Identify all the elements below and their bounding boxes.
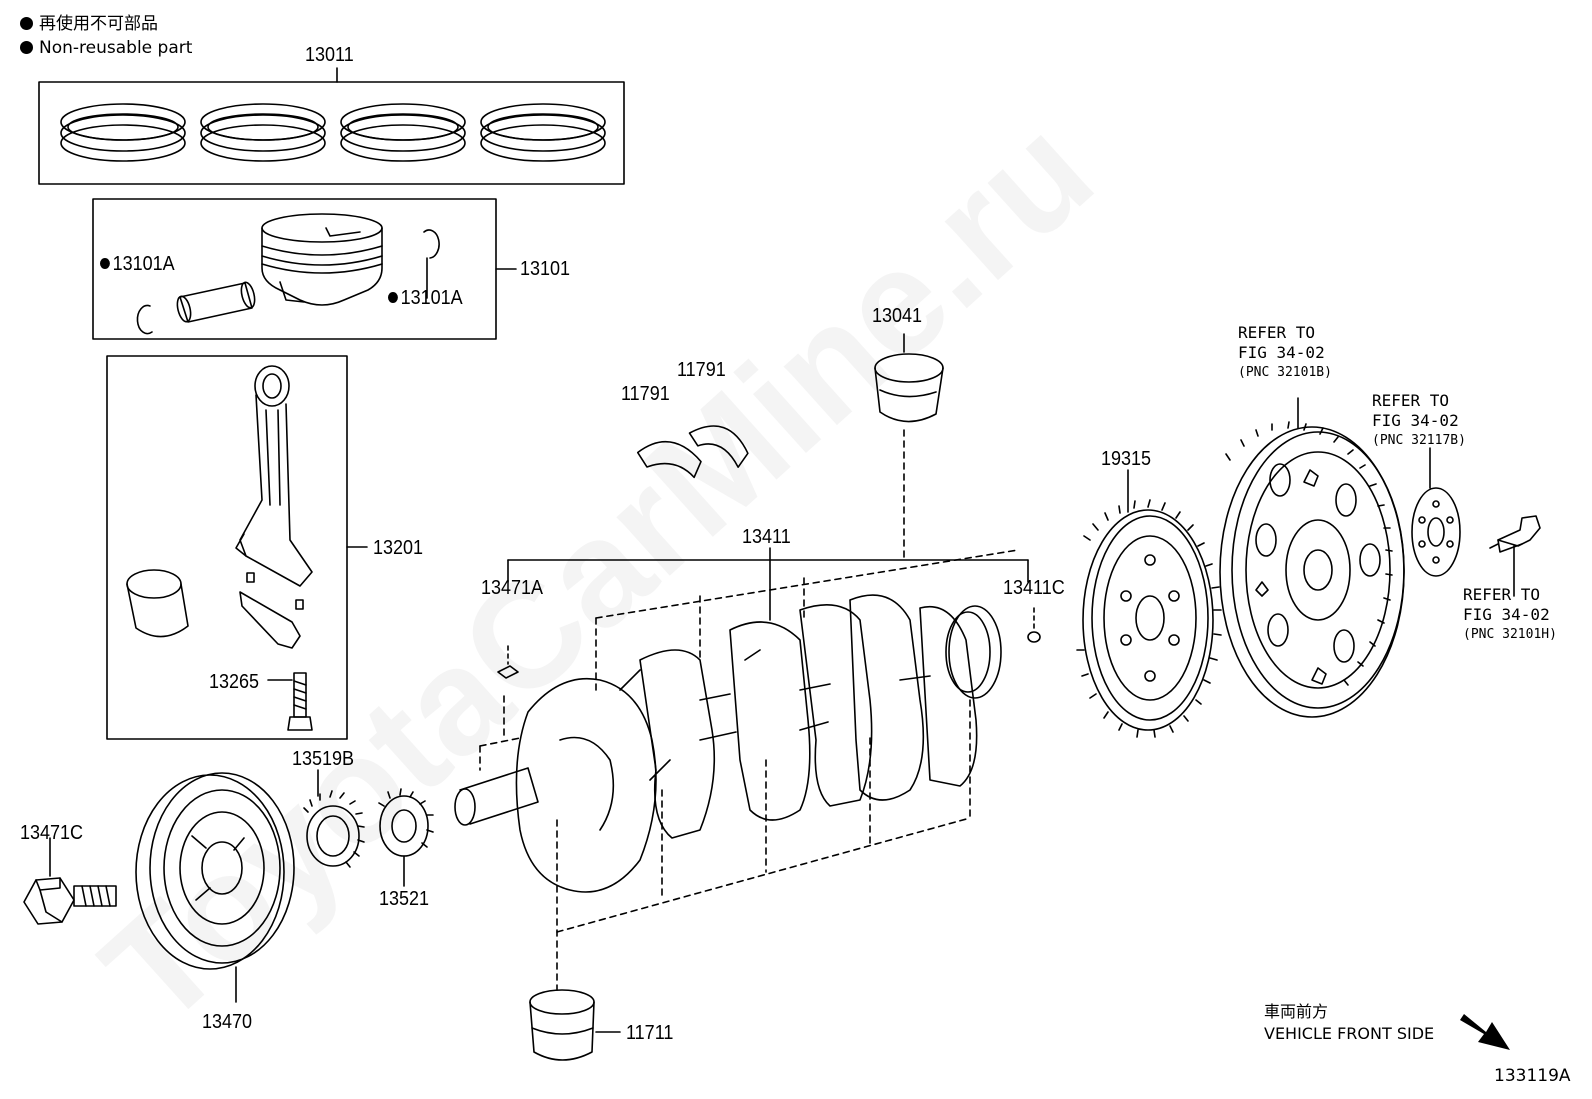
- part-label-13471a: 13471A: [481, 577, 544, 599]
- reference-line: (PNC 32117B): [1372, 433, 1466, 448]
- part-label-11791-left: 11791: [621, 383, 670, 405]
- part-label-13519b: 13519B: [292, 748, 355, 770]
- reference-line: FIG 34-02: [1238, 343, 1325, 362]
- direction-label-en: VEHICLE FRONT SIDE: [1264, 1024, 1435, 1043]
- part-label-13041: 13041: [872, 305, 923, 327]
- reference-line: (PNC 32101B): [1238, 365, 1332, 380]
- pulley-bolt: [23, 877, 117, 925]
- connecting-rod: [235, 365, 313, 649]
- non-reusable-dot-icon: [20, 41, 33, 54]
- drive-plate: [1076, 499, 1222, 738]
- part-label-13411c: 13411C: [1003, 577, 1065, 599]
- legend-jp: 再使用不可部品: [20, 16, 158, 33]
- piston-ring-set-box: [38, 81, 625, 185]
- non-reusable-dot-icon: [388, 292, 398, 303]
- part-label-13521: 13521: [379, 888, 430, 910]
- non-reusable-dot-icon: [20, 17, 33, 30]
- snap-ring-left: [136, 304, 153, 335]
- piston-pin: [176, 281, 256, 323]
- reference-line: FIG 34-02: [1372, 411, 1459, 430]
- reference-line: REFER TO: [1463, 585, 1541, 604]
- piston: [261, 213, 383, 306]
- flywheel-bolt: [1489, 515, 1541, 553]
- part-label-13101a-right: 13101A: [388, 288, 463, 308]
- reference-line: REFER TO: [1372, 391, 1450, 410]
- reference-note-2: REFER TO FIG 34-02 (PNC 32117B): [1372, 391, 1466, 451]
- rod-bolt: [287, 672, 313, 731]
- direction-arrow: [1460, 1014, 1510, 1050]
- part-label-13265: 13265: [209, 671, 260, 693]
- part-label-13471c: 13471C: [20, 822, 84, 844]
- part-label-19315: 19315: [1101, 448, 1152, 470]
- crankshaft-bracket: [479, 429, 1019, 991]
- reference-line: REFER TO: [1238, 323, 1316, 342]
- figure-id: 133119A: [1494, 1066, 1571, 1086]
- snap-ring-right: [423, 229, 440, 259]
- crankshaft-pin: [1027, 631, 1041, 643]
- non-reusable-dot-icon: [100, 258, 110, 269]
- part-label-13101: 13101: [520, 258, 571, 280]
- piston-rings: [60, 103, 606, 162]
- main-bearing-upper: [874, 353, 944, 423]
- part-label-11711: 11711: [626, 1022, 674, 1044]
- crankshaft: [454, 594, 1002, 893]
- thrust-washer-right: [688, 425, 749, 468]
- flywheel-ring-gear: [1219, 421, 1405, 718]
- crankshaft-key: [497, 665, 519, 679]
- spacer-plate: [1411, 487, 1461, 577]
- part-label-13411: 13411: [742, 526, 791, 548]
- legend-en: Non-reusable part: [20, 40, 192, 57]
- reference-note-3: REFER TO FIG 34-02 (PNC 32101H): [1463, 585, 1557, 645]
- direction-label-jp: 車両前方: [1264, 1002, 1329, 1021]
- crankshaft-pulley: [135, 772, 295, 970]
- crank-timing-gear: [303, 790, 365, 868]
- part-label-13101a-left: 13101A: [100, 254, 175, 274]
- reference-line: FIG 34-02: [1463, 605, 1550, 624]
- crank-position-plate: [378, 788, 434, 857]
- part-label-11791-right: 11791: [677, 359, 726, 381]
- rod-bearing: [126, 569, 189, 638]
- part-label-13201: 13201: [373, 537, 424, 559]
- reference-line: (PNC 32101H): [1463, 627, 1557, 642]
- crankshaft-label-bracket: [507, 547, 1029, 621]
- part-label-13470: 13470: [202, 1011, 253, 1033]
- reference-note-1: REFER TO FIG 34-02 (PNC 32101B): [1238, 323, 1332, 383]
- main-bearing-lower: [529, 989, 595, 1061]
- thrust-washer-left: [636, 440, 702, 479]
- part-label-13011: 13011: [305, 44, 354, 66]
